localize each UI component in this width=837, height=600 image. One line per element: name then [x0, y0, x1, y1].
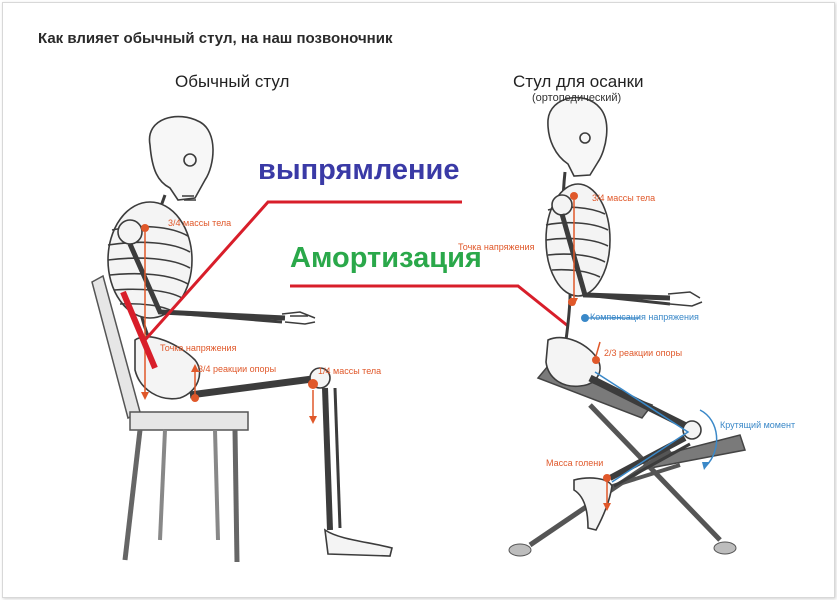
right-force-markers — [568, 192, 718, 511]
mass-marker — [141, 224, 149, 232]
torque-arrow — [699, 409, 718, 467]
skeleton-right — [545, 96, 703, 531]
spine-highlight — [120, 290, 158, 370]
right-panel-subheading: (ортопедический) — [532, 92, 622, 104]
left-panel-heading: Обычный стул — [175, 72, 290, 91]
shin-mass-marker — [603, 474, 611, 482]
left-mass-14-label: 1/4 массы тела — [318, 366, 382, 376]
cushioning-label: Амортизация — [290, 242, 482, 274]
shin-mass-label: Масса голени — [546, 458, 604, 468]
left-mass-34-label: 3/4 массы тела — [168, 218, 232, 228]
right-panel-heading: Стул для осанки — [513, 72, 644, 91]
torque-label: Крутящий момент — [720, 420, 796, 430]
right-support-23-label: 2/3 реакции опоры — [604, 348, 683, 358]
left-support-34-label: 3/4 реакции опоры — [198, 364, 277, 374]
leg-mass-marker — [308, 379, 318, 389]
page-title: Как влияет обычный стул, на наш позвоноч… — [38, 30, 393, 47]
straightening-label: выпрямление — [258, 154, 460, 186]
straightening-connector — [143, 200, 462, 341]
left-force-markers — [141, 224, 318, 424]
skeleton-left — [107, 115, 393, 557]
cushioning-connector — [290, 284, 569, 328]
right-mass-34-label: 3/4 массы тела — [592, 193, 656, 203]
ordinary-chair — [91, 274, 249, 563]
compensation-label: Компенсация напряжения — [590, 312, 699, 322]
right-stress-point-label: Точка напряжения — [458, 242, 535, 252]
left-stress-point-label: Точка напряжения — [160, 343, 237, 353]
